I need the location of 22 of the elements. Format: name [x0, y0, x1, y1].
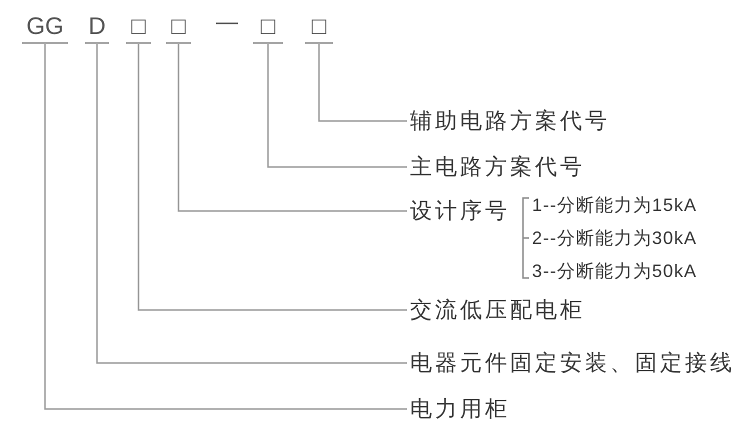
blank-field: □: [126, 13, 151, 44]
separator-dash: —: [216, 8, 238, 36]
code-letters: GG: [22, 13, 68, 44]
leader-line: [138, 44, 407, 311]
leader-line: [96, 44, 407, 364]
leader-line: [267, 44, 407, 168]
blank-field: □: [166, 13, 191, 44]
description-text: 主电路方案代号: [410, 154, 585, 180]
leader-line: [178, 44, 407, 212]
description-text: 电力用柜: [410, 396, 510, 422]
leader-line: [44, 44, 407, 410]
description-text: 设计序号: [410, 198, 510, 224]
option-text: 1--分断能力为15kA: [532, 194, 698, 216]
option-text: 3--分断能力为50kA: [532, 260, 698, 282]
description-text: 辅助电路方案代号: [410, 108, 610, 134]
option-text: 2--分断能力为30kA: [532, 227, 698, 249]
description-text: 电器元件固定安装、固定接线: [410, 350, 735, 376]
description-text: 交流低压配电柜: [410, 297, 585, 323]
leader-line: [318, 44, 407, 122]
blank-field: □: [305, 13, 333, 44]
code-letters: D: [85, 13, 109, 44]
blank-field: □: [253, 13, 283, 44]
